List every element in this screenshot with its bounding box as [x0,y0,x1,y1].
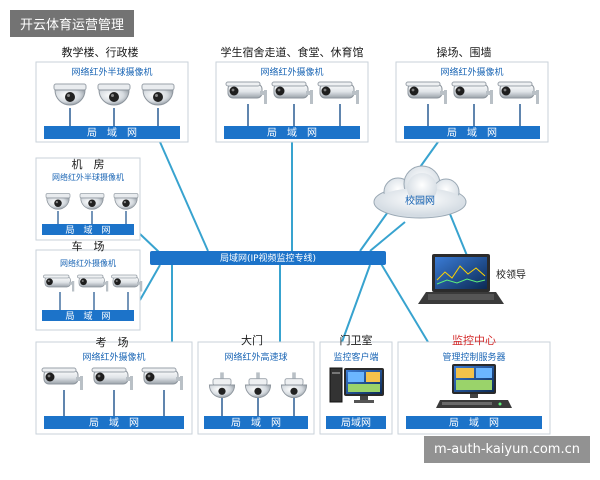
zone-center: 监控中心 管理控制服务器 局 域 网 [397,333,551,435]
camera-label-teaching: 网络红外半球摄像机 [71,66,152,78]
wire-guard [341,264,371,343]
trunk-bar [150,251,386,265]
zone-title-playground: 操场、围墙 [437,45,492,59]
leader-label: 校领导 [496,268,526,281]
camera-label-garage: 网络红外摄像机 [60,258,116,268]
camera-label-playground: 网络红外摄像机 [440,66,503,78]
lan-bar-label-center: 局 域 网 [449,416,499,429]
lan-bar-playground [404,126,540,139]
trunk-line: 局域网(IP视频监控专线) [150,251,386,265]
camera-label-gate: 网络红外高速球 [224,351,287,363]
lan-bar-dorm [224,126,360,139]
cloud-label: 校园网 [405,194,435,207]
wire-teaching [159,141,209,252]
wire-center [379,261,429,343]
wire-leader [449,213,469,259]
camera-label-exam: 网络红外摄像机 [82,351,145,363]
camera-label-machine-room: 网络红外半球摄像机 [52,172,124,182]
cloud-icon [373,165,467,219]
zone-teaching: 教学楼、行政楼 网络红外半球摄像机 局 域 网 [35,45,189,143]
trunk-label: 局域网(IP视频监控专线) [220,252,316,264]
lan-bar-machine-room [42,224,134,235]
camera-label-dorm: 网络红外摄像机 [260,66,323,78]
lan-bar-center [406,416,542,429]
zone-garage: 车 场 网络红外摄像机 局 域 网 [35,239,143,331]
zone-machine-room: 机 房 网络红外半球摄像机 局 域 网 [35,157,141,241]
page-title-overlay: 开云体育运营管理 [10,10,135,37]
zone-dorm: 学生宿舍走道、食堂、休育馆 网络红外摄像机 局 域 网 [215,45,369,143]
lan-bar-label-exam: 局 域 网 [89,416,139,429]
laptop-icon [418,254,504,304]
zone-title-garage: 车 场 [72,239,105,253]
server-icon [436,364,512,408]
zone-title-dorm: 学生宿舍走道、食堂、休育馆 [221,45,364,59]
zone-guard: 门卫室 监控客户端 局域网 [319,333,393,435]
lan-bar-label-guard: 局域网 [341,416,371,429]
monitor-pc-icon [329,367,384,403]
campus-network-cloud: 校园网 [373,165,467,219]
wire-cloud [369,221,406,252]
lan-bar-label-playground: 局 域 网 [447,126,497,139]
zone-title-guard: 门卫室 [340,333,373,347]
lan-bar-garage [42,310,134,321]
wire-machine-room [139,233,161,254]
lan-bar-label-dorm: 局 域 网 [267,126,317,139]
zone-title-exam: 考 场 [96,335,129,349]
lan-bar-label-teaching: 局 域 网 [87,126,137,139]
lan-bar-guard [326,416,386,429]
lan-bar-label-machine-room: 局 域 网 [65,224,110,236]
leader-terminal: 校领导 [418,254,526,304]
zone-exam: 考 场 网络红外摄像机 局 域 网 [35,335,193,435]
watermark: m-auth-kaiyun.com.cn [423,436,590,463]
wire-garage [139,264,161,301]
lan-bar-gate [204,416,308,429]
zone-title-teaching: 教学楼、行政楼 [62,45,139,59]
lan-bar-teaching [44,126,180,139]
camera-label-center: 管理控制服务器 [442,351,505,363]
lan-bar-label-garage: 局 域 网 [65,310,110,322]
zone-gate: 大门 网络红外高速球 局 域 网 [197,333,315,435]
camera-label-guard: 监控客户端 [333,351,378,363]
zone-playground: 操场、围墙 网络红外摄像机 局 域 网 [395,45,549,143]
zone-title-machine-room: 机 房 [72,157,105,171]
lan-bar-exam [44,416,184,429]
zone-title-gate: 大门 [241,333,263,347]
zone-title-center: 监控中心 [452,333,496,347]
lan-bar-label-gate: 局 域 网 [231,416,281,429]
